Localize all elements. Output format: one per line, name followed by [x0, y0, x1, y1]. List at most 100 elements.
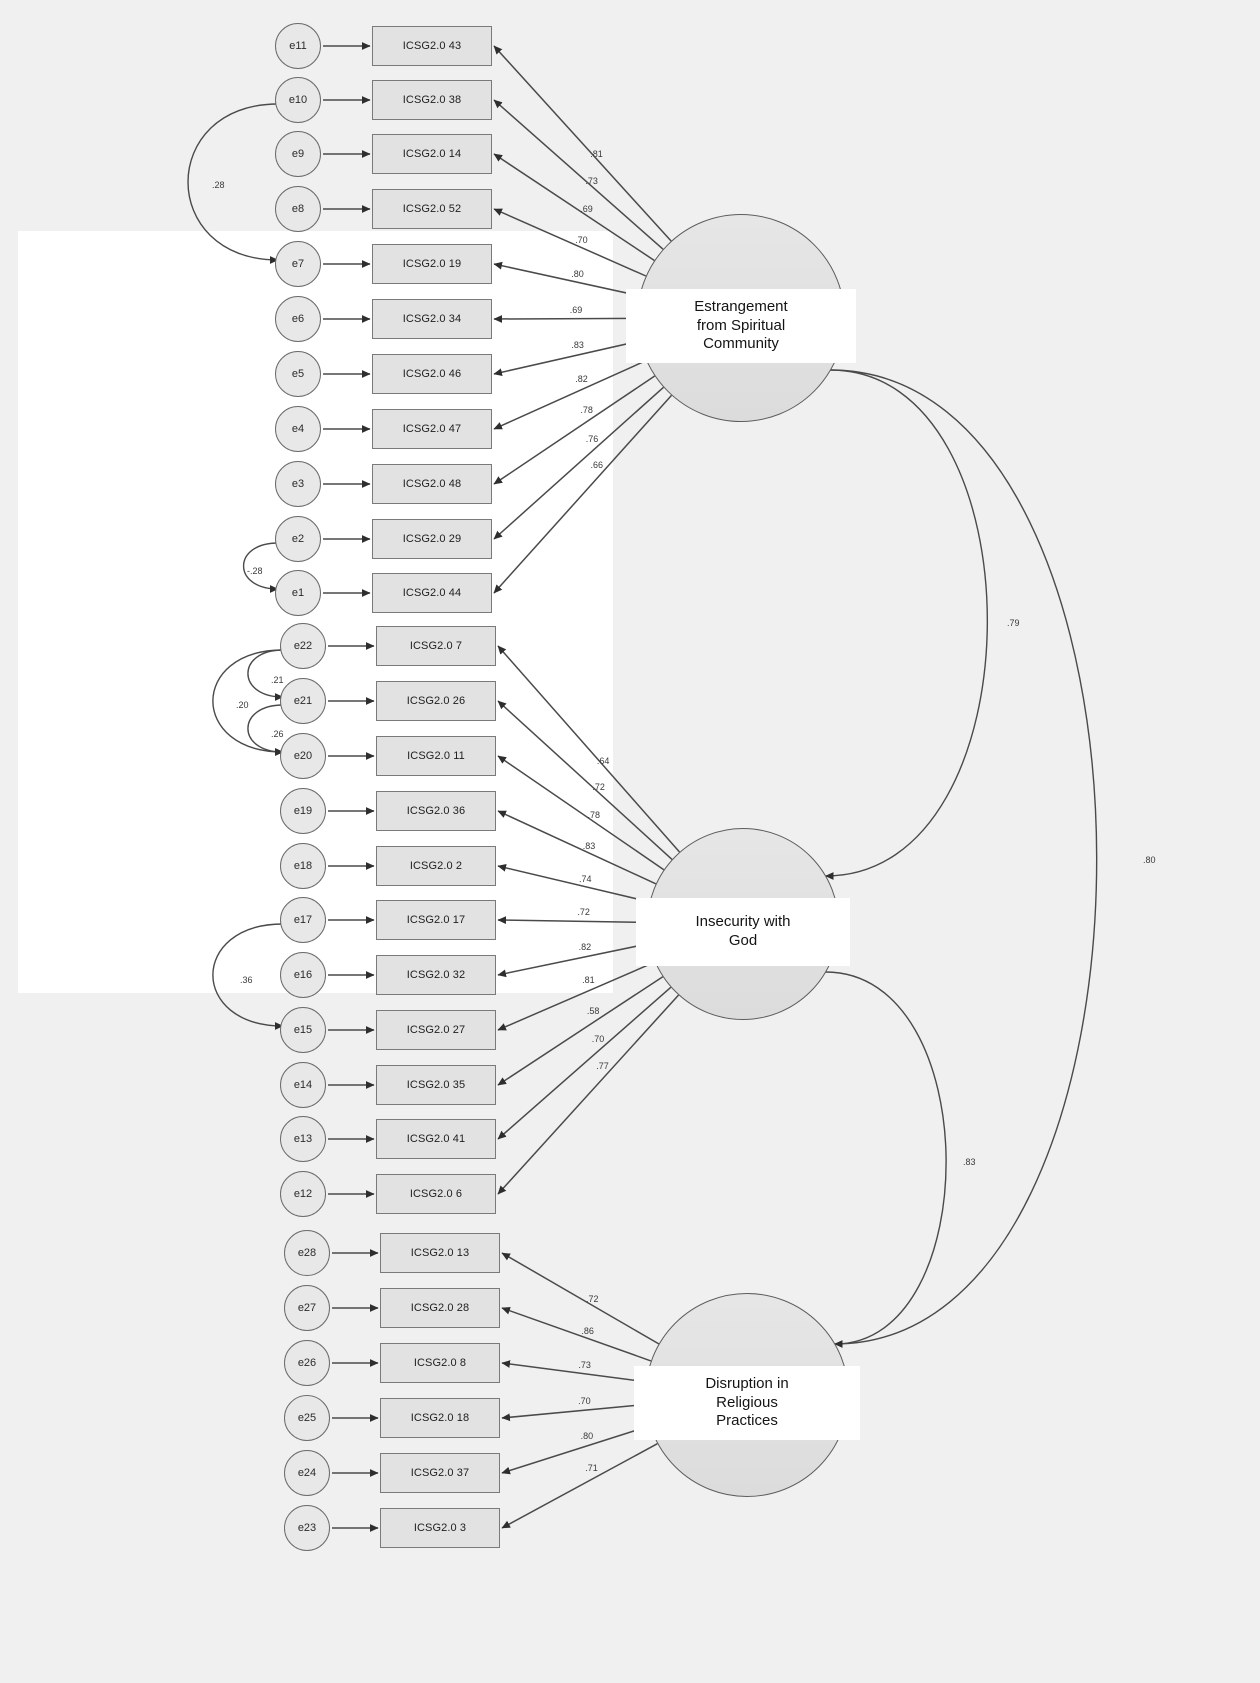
error-node-e8: e8	[275, 186, 321, 232]
indicator-box-i44: ICSG2.0 44	[372, 573, 492, 613]
indicator-label: ICSG2.0 36	[406, 805, 466, 817]
indicator-label: ICSG2.0 7	[409, 640, 463, 652]
loading-arrow-f1-to-i47	[493, 359, 647, 430]
loading-label-i52: .70	[575, 235, 588, 246]
error-arrow-group	[323, 42, 379, 1532]
indicator-box-i3: ICSG2.0 3	[380, 1508, 500, 1548]
loading-label-i28: .86	[581, 1325, 594, 1336]
factor-correlation-label-r_f1_f2: .79	[1007, 618, 1020, 628]
indicator-label: ICSG2.0 32	[406, 969, 466, 981]
indicator-box-i7: ICSG2.0 7	[376, 626, 496, 666]
error-correlation-label-c_e10_e7: .28	[212, 180, 225, 190]
error-node-label: e2	[291, 533, 305, 545]
indicator-label: ICSG2.0 14	[402, 148, 462, 160]
indicator-label: ICSG2.0 41	[406, 1133, 466, 1145]
indicator-label: ICSG2.0 47	[402, 423, 462, 435]
error-correlation-label-c_e22_e20: .20	[236, 700, 249, 710]
loading-arrow-f3-to-i3	[501, 1443, 658, 1529]
indicator-label: ICSG2.0 46	[402, 368, 462, 380]
error-correlation-label-c_e22_e21: .21	[271, 675, 284, 685]
indicator-label: ICSG2.0 8	[413, 1357, 467, 1369]
error-node-label: e13	[293, 1133, 313, 1145]
indicator-box-i18: ICSG2.0 18	[380, 1398, 500, 1438]
loading-arrow-f2-to-i27	[497, 961, 656, 1031]
indicator-label: ICSG2.0 43	[402, 40, 462, 52]
error-node-label: e3	[291, 478, 305, 490]
loading-arrow-f1-to-i52	[493, 208, 647, 277]
loading-arrow-f1-to-i38	[493, 99, 664, 250]
error-node-label: e21	[293, 695, 313, 707]
error-node-e9: e9	[275, 131, 321, 177]
error-node-e11: e11	[275, 23, 321, 69]
error-node-label: e9	[291, 148, 305, 160]
error-node-e15: e15	[280, 1007, 326, 1053]
loading-arrow-f2-to-i17	[497, 916, 648, 925]
loading-label-i7: .64	[596, 755, 610, 766]
error-node-e25: e25	[284, 1395, 330, 1441]
indicator-box-i11: ICSG2.0 11	[376, 736, 496, 776]
loading-arrow-f2-to-i32	[497, 942, 650, 978]
loading-label-i44: .66	[590, 460, 604, 471]
loading-label-i43: .81	[590, 149, 603, 159]
factor-correlation-label-r_f2_f3: .83	[963, 1157, 976, 1167]
error-correlation-c_e21_e20	[247, 701, 292, 756]
loading-arrow-f3-to-i13	[501, 1252, 660, 1345]
error-node-e17: e17	[280, 897, 326, 943]
error-node-e16: e16	[280, 952, 326, 998]
error-node-e28: e28	[284, 1230, 330, 1276]
indicator-label: ICSG2.0 3	[413, 1522, 467, 1534]
indicator-label: ICSG2.0 18	[410, 1412, 470, 1424]
error-node-label: e19	[293, 805, 313, 817]
loading-label-i19: .80	[571, 269, 584, 280]
indicator-box-i43: ICSG2.0 43	[372, 26, 492, 66]
error-node-e10: e10	[275, 77, 321, 123]
indicator-label: ICSG2.0 37	[410, 1467, 470, 1479]
loading-label-i6: .77	[596, 1060, 609, 1071]
loading-arrow-f1-to-i19	[493, 261, 640, 297]
indicator-box-i41: ICSG2.0 41	[376, 1119, 496, 1159]
indicator-label: ICSG2.0 11	[407, 750, 465, 762]
error-node-label: e25	[297, 1412, 317, 1424]
error-node-e6: e6	[275, 296, 321, 342]
error-node-label: e7	[291, 258, 305, 270]
loading-label-i14: .69	[580, 203, 593, 214]
indicator-box-i19: ICSG2.0 19	[372, 244, 492, 284]
loading-label-i38: .73	[585, 175, 598, 186]
loading-arrow-f2-to-i7	[497, 645, 681, 853]
indicator-box-i29: ICSG2.0 29	[372, 519, 492, 559]
error-node-e20: e20	[280, 733, 326, 779]
indicator-label: ICSG2.0 44	[402, 587, 462, 599]
loading-label-i35: .58	[586, 1006, 600, 1017]
indicator-label: ICSG2.0 28	[410, 1302, 470, 1314]
error-node-label: e15	[293, 1024, 313, 1036]
indicator-label: ICSG2.0 19	[402, 258, 462, 270]
error-node-label: e22	[293, 640, 313, 652]
loading-arrow-f1-to-i48	[493, 375, 656, 485]
error-node-label: e6	[291, 313, 305, 325]
loading-arrow-f3-to-i18	[501, 1403, 646, 1422]
factor-correlation-group	[817, 366, 1098, 1348]
factor-correlation-label-r_f1_f3: .80	[1143, 855, 1156, 865]
loading-arrow-f2-to-i11	[497, 755, 665, 871]
indicator-label: ICSG2.0 26	[406, 695, 466, 707]
loading-arrow-f3-to-i8	[501, 1360, 646, 1383]
error-node-e24: e24	[284, 1450, 330, 1496]
error-correlation-group	[187, 100, 292, 1030]
error-node-e4: e4	[275, 406, 321, 452]
indicator-box-i27: ICSG2.0 27	[376, 1010, 496, 1050]
indicator-box-i26: ICSG2.0 26	[376, 681, 496, 721]
indicator-label: ICSG2.0 38	[402, 94, 462, 106]
error-node-label: e20	[293, 750, 313, 762]
loading-arrow-f2-to-i2	[497, 864, 650, 903]
error-node-e12: e12	[280, 1171, 326, 1217]
error-node-label: e14	[293, 1079, 313, 1091]
indicator-label: ICSG2.0 2	[409, 860, 463, 872]
loading-label-i48: .78	[580, 405, 593, 416]
error-node-e5: e5	[275, 351, 321, 397]
error-node-label: e1	[291, 587, 305, 599]
error-node-label: e4	[291, 423, 305, 435]
